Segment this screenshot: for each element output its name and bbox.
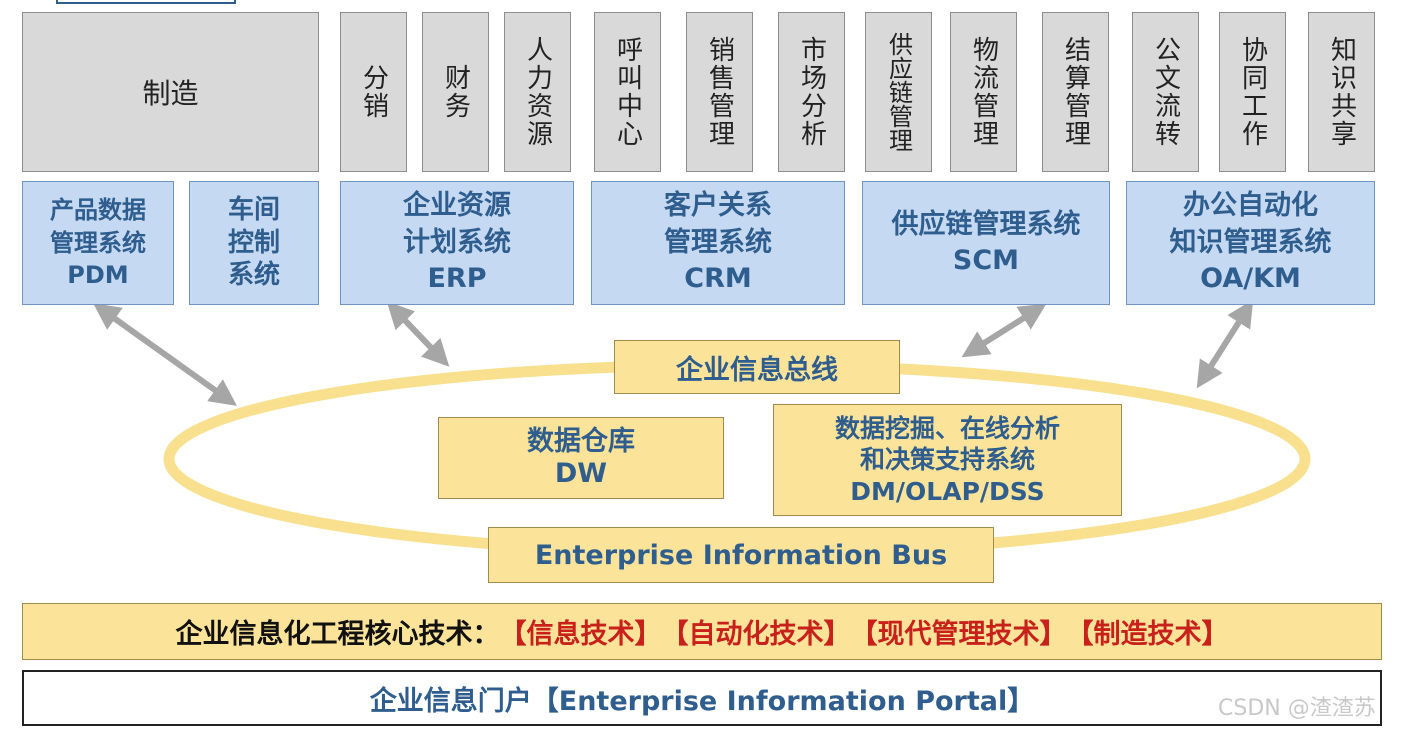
arrow-pdm-bus xyxy=(93,303,237,406)
box-chejian: 车间 控制 系统 xyxy=(189,181,319,305)
box-wuliu: 物流管理 xyxy=(950,12,1017,172)
box-dm-olap-dss: 数据挖掘、在线分析 和决策支持系统 DM/OLAP/DSS xyxy=(773,404,1122,516)
box-crm: 客户关系 管理系统 CRM xyxy=(591,181,845,305)
portal-bar: 企业信息门户【Enterprise Information Portal】 xyxy=(22,670,1382,726)
core-tech-automation: 【自动化技术】 xyxy=(661,619,851,650)
box-dw: 数据仓库 DW xyxy=(438,417,724,499)
box-oakm: 办公自动化 知识管理系统 OA/KM xyxy=(1126,181,1375,305)
bus-bottom-label: Enterprise Information Bus xyxy=(488,527,994,583)
arrow-scm-bus xyxy=(961,303,1047,358)
core-tech-manufacturing: 【制造技术】 xyxy=(1066,619,1229,650)
box-caiwu: 财务 xyxy=(422,12,489,172)
core-tech-prefix: 企业信息化工程核心技术： xyxy=(175,619,500,650)
core-tech-bar: 企业信息化工程核心技术： 【信息技术】 【自动化技术】 【现代管理技术】 【制造… xyxy=(22,603,1382,660)
box-gongwen: 公文流转 xyxy=(1132,12,1199,172)
box-scm: 供应链管理系统 SCM xyxy=(862,181,1110,305)
watermark: CSDN @渣渣苏 xyxy=(1218,696,1376,721)
bus-top-label: 企业信息总线 xyxy=(614,340,900,394)
box-pdm: 产品数据 管理系统 PDM xyxy=(22,181,174,305)
core-tech-info: 【信息技术】 xyxy=(499,619,662,650)
arrow-oakm-bus xyxy=(1196,299,1254,389)
box-gongying: 供应链管理 xyxy=(865,12,932,172)
box-zhishi: 知识共享 xyxy=(1308,12,1375,172)
top-edge-bracket xyxy=(56,0,236,4)
arrow-erp-bus xyxy=(386,301,450,367)
box-fenxiao: 分销 xyxy=(340,12,407,172)
box-renli: 人力资源 xyxy=(504,12,571,172)
box-erp: 企业资源 计划系统 ERP xyxy=(340,181,574,305)
box-shichang: 市场分析 xyxy=(778,12,845,172)
box-xiaoshou: 销售管理 xyxy=(686,12,753,172)
box-hujiao: 呼叫中心 xyxy=(594,12,661,172)
box-zhizao: 制造 xyxy=(22,12,319,172)
box-xietong: 协同工作 xyxy=(1219,12,1286,172)
core-tech-management: 【现代管理技术】 xyxy=(850,619,1067,650)
box-jiesuan: 结算管理 xyxy=(1042,12,1109,172)
